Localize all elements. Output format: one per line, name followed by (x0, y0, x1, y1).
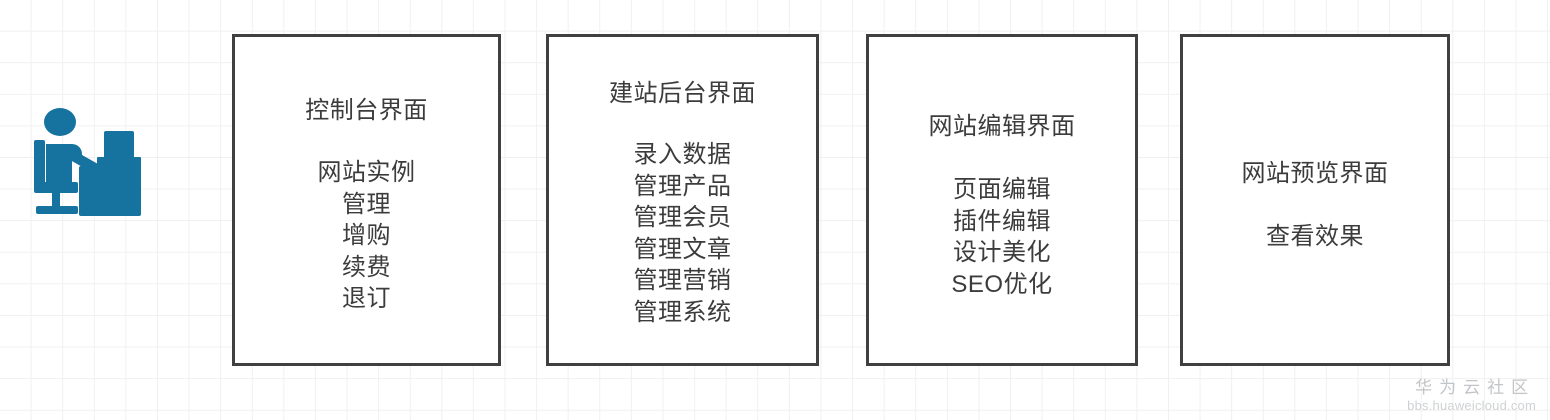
flow-box-content: 控制台界面 网站实例 管理 增购 续费 退订 (235, 37, 498, 315)
flow-box-title: 控制台界面 (305, 97, 428, 124)
watermark-title: 华为云社区 (1415, 378, 1536, 397)
flow-box-line: 管理营销 (633, 267, 732, 294)
flow-box-content: 网站预览界面 查看效果 (1183, 37, 1447, 253)
flow-box-line: 页面编辑 (953, 176, 1051, 203)
flow-box-console-interface[interactable]: 控制台界面 网站实例 管理 增购 续费 退订 (232, 34, 501, 366)
flow-box-line: 设计美化 (953, 239, 1051, 266)
flow-box-line: 增购 (342, 222, 391, 249)
flow-box-site-builder-backend-interface[interactable]: 建站后台界面 录入数据 管理产品 管理会员 管理文章 管理营销 管理系统 (546, 34, 819, 366)
flow-box-line-list: 网站实例 管理 增购 续费 退订 (318, 157, 416, 315)
flow-box-title: 建站后台界面 (609, 80, 756, 107)
flow-box-content: 网站编辑界面 页面编辑 插件编辑 设计美化 SEO优化 (869, 37, 1135, 300)
flow-box-line: 续费 (342, 253, 391, 281)
flow-box-site-editor-interface[interactable]: 网站编辑界面 页面编辑 插件编辑 设计美化 SEO优化 (866, 34, 1138, 366)
flow-box-line: 退订 (342, 285, 391, 312)
flow-box-line-list: 查看效果 (1266, 221, 1364, 253)
flow-box-line: 插件编辑 (953, 207, 1051, 235)
flow-box-line: 录入数据 (633, 141, 732, 168)
flow-box-line-list: 录入数据 管理产品 管理会员 管理文章 管理营销 管理系统 (634, 139, 732, 328)
flow-box-site-preview-interface[interactable]: 网站预览界面 查看效果 (1180, 34, 1450, 366)
flow-box-content: 建站后台界面 录入数据 管理产品 管理会员 管理文章 管理营销 管理系统 (549, 37, 816, 328)
watermark-url: bbs.huaweicloud.com (1407, 398, 1536, 413)
flow-box-line: 管理 (342, 190, 391, 218)
flow-box-line: 管理产品 (633, 172, 732, 200)
person-at-desk-icon (24, 100, 146, 222)
flow-box-title: 网站预览界面 (1241, 160, 1389, 187)
flow-box-line: 管理文章 (633, 235, 732, 263)
flow-box-line: SEO优化 (951, 270, 1053, 298)
flow-box-line-list: 页面编辑 插件编辑 设计美化 SEO优化 (951, 174, 1052, 300)
flow-box-line: 网站实例 (317, 159, 416, 186)
flow-box-line: 管理会员 (633, 204, 732, 231)
watermark: 华为云社区 bbs.huaweicloud.com (1407, 377, 1536, 414)
flow-box-title: 网站编辑界面 (928, 113, 1076, 140)
flow-box-line: 查看效果 (1266, 223, 1364, 250)
flow-box-line: 管理系统 (633, 298, 732, 326)
